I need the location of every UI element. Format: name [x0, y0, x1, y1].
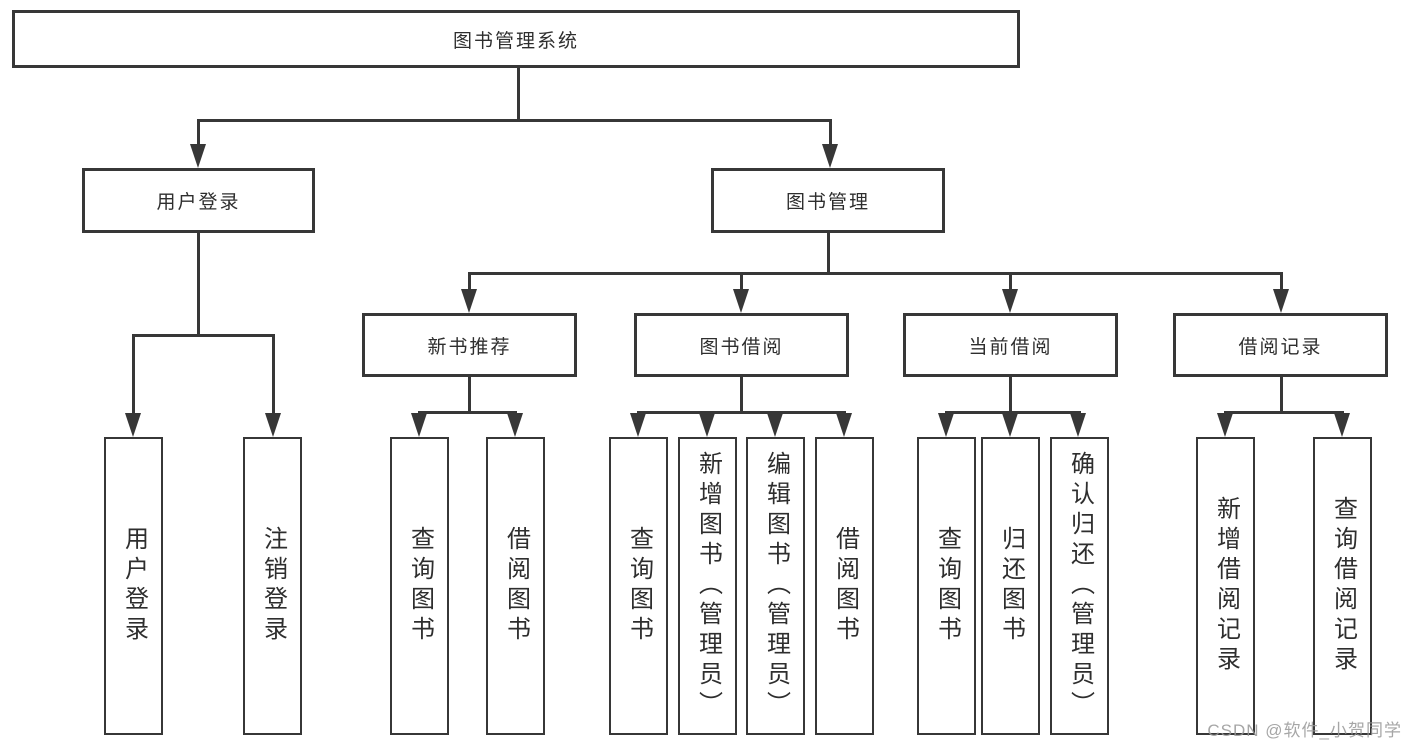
- connector-line: [467, 377, 471, 414]
- arrowhead-down-icon: [125, 413, 141, 437]
- node-current-borrowing-label: 当前借阅: [968, 336, 1053, 358]
- connector-line: [418, 410, 517, 414]
- leaf-logout-label: 注销登录: [259, 526, 287, 646]
- connector-line: [516, 68, 520, 122]
- connector-line: [945, 410, 1081, 414]
- leaf-borrow-books-2-label: 借阅图书: [831, 526, 859, 646]
- connector-line: [1279, 273, 1283, 293]
- leaf-query-borrow-record: 查询借阅记录: [1313, 437, 1372, 735]
- leaf-add-borrow-record-label: 新增借阅记录: [1212, 496, 1240, 676]
- arrowhead-down-icon: [733, 289, 749, 313]
- leaf-confirm-return-admin: 确认归还（管理员）: [1050, 437, 1109, 735]
- node-root: 图书管理系统: [12, 10, 1020, 68]
- leaf-borrow-books-2: 借阅图书: [815, 437, 874, 735]
- connector-line: [1008, 273, 1012, 293]
- arrowhead-down-icon: [699, 413, 715, 437]
- connector-line: [828, 120, 832, 148]
- connector-line: [826, 233, 830, 275]
- arrowhead-down-icon: [1002, 289, 1018, 313]
- arrowhead-down-icon: [822, 144, 838, 168]
- connector-line: [197, 118, 832, 122]
- connector-line: [196, 233, 200, 337]
- connector-line: [131, 335, 135, 417]
- connector-line: [739, 273, 743, 293]
- arrowhead-down-icon: [411, 413, 427, 437]
- leaf-query-books-3-label: 查询图书: [933, 526, 961, 646]
- arrowhead-down-icon: [630, 413, 646, 437]
- node-user-login: 用户登录: [82, 168, 315, 233]
- leaf-query-books-2-label: 查询图书: [625, 526, 653, 646]
- node-borrow-records: 借阅记录: [1173, 313, 1388, 377]
- arrowhead-down-icon: [190, 144, 206, 168]
- leaf-add-books-admin-label: 新增图书（管理员）: [694, 451, 722, 721]
- node-book-management-label: 图书管理: [785, 192, 870, 213]
- connector-line: [271, 335, 275, 417]
- connector-line: [132, 333, 275, 337]
- connector-line: [467, 273, 471, 293]
- leaf-edit-books-admin: 编辑图书（管理员）: [746, 437, 805, 735]
- connector-line: [468, 271, 1283, 275]
- arrowhead-down-icon: [265, 413, 281, 437]
- leaf-edit-books-admin-label: 编辑图书（管理员）: [762, 451, 790, 721]
- leaf-add-books-admin: 新增图书（管理员）: [678, 437, 737, 735]
- leaf-query-books-1-label: 查询图书: [406, 526, 434, 646]
- leaf-user-login: 用户登录: [104, 437, 163, 735]
- leaf-user-login-label: 用户登录: [120, 526, 148, 646]
- node-book-management: 图书管理: [711, 168, 945, 233]
- leaf-borrow-books-1-label: 借阅图书: [502, 526, 530, 646]
- arrowhead-down-icon: [1070, 413, 1086, 437]
- leaf-return-books-label: 归还图书: [997, 526, 1025, 646]
- leaf-query-books-2: 查询图书: [609, 437, 668, 735]
- leaf-return-books: 归还图书: [981, 437, 1040, 735]
- leaf-add-borrow-record: 新增借阅记录: [1196, 437, 1255, 735]
- leaf-confirm-return-admin-label: 确认归还（管理员）: [1066, 451, 1094, 721]
- leaf-borrow-books-1: 借阅图书: [486, 437, 545, 735]
- connector-line: [739, 377, 743, 414]
- node-new-book-recommend-label: 新书推荐: [427, 336, 512, 358]
- leaf-query-borrow-record-label: 查询借阅记录: [1329, 496, 1357, 676]
- node-borrow-records-label: 借阅记录: [1238, 336, 1323, 358]
- connector-line: [1224, 410, 1344, 414]
- arrowhead-down-icon: [836, 413, 852, 437]
- node-book-borrowing: 图书借阅: [634, 313, 849, 377]
- arrowhead-down-icon: [1273, 289, 1289, 313]
- arrowhead-down-icon: [1334, 413, 1350, 437]
- arrowhead-down-icon: [461, 289, 477, 313]
- leaf-query-books-1: 查询图书: [390, 437, 449, 735]
- arrowhead-down-icon: [767, 413, 783, 437]
- connector-line: [1008, 377, 1012, 414]
- node-new-book-recommend: 新书推荐: [362, 313, 577, 377]
- node-root-label: 图书管理系统: [452, 30, 579, 52]
- arrowhead-down-icon: [938, 413, 954, 437]
- arrowhead-down-icon: [1002, 413, 1018, 437]
- csdn-watermark: CSDN @软件_小贺同学: [1207, 721, 1402, 740]
- leaf-logout: 注销登录: [243, 437, 302, 735]
- node-user-login-label: 用户登录: [156, 192, 241, 213]
- connector-line: [196, 120, 200, 148]
- connector-line: [1279, 377, 1283, 414]
- leaf-query-books-3: 查询图书: [917, 437, 976, 735]
- connector-line: [637, 410, 846, 414]
- arrowhead-down-icon: [507, 413, 523, 437]
- node-book-borrowing-label: 图书借阅: [699, 336, 784, 358]
- arrowhead-down-icon: [1217, 413, 1233, 437]
- node-current-borrowing: 当前借阅: [903, 313, 1118, 377]
